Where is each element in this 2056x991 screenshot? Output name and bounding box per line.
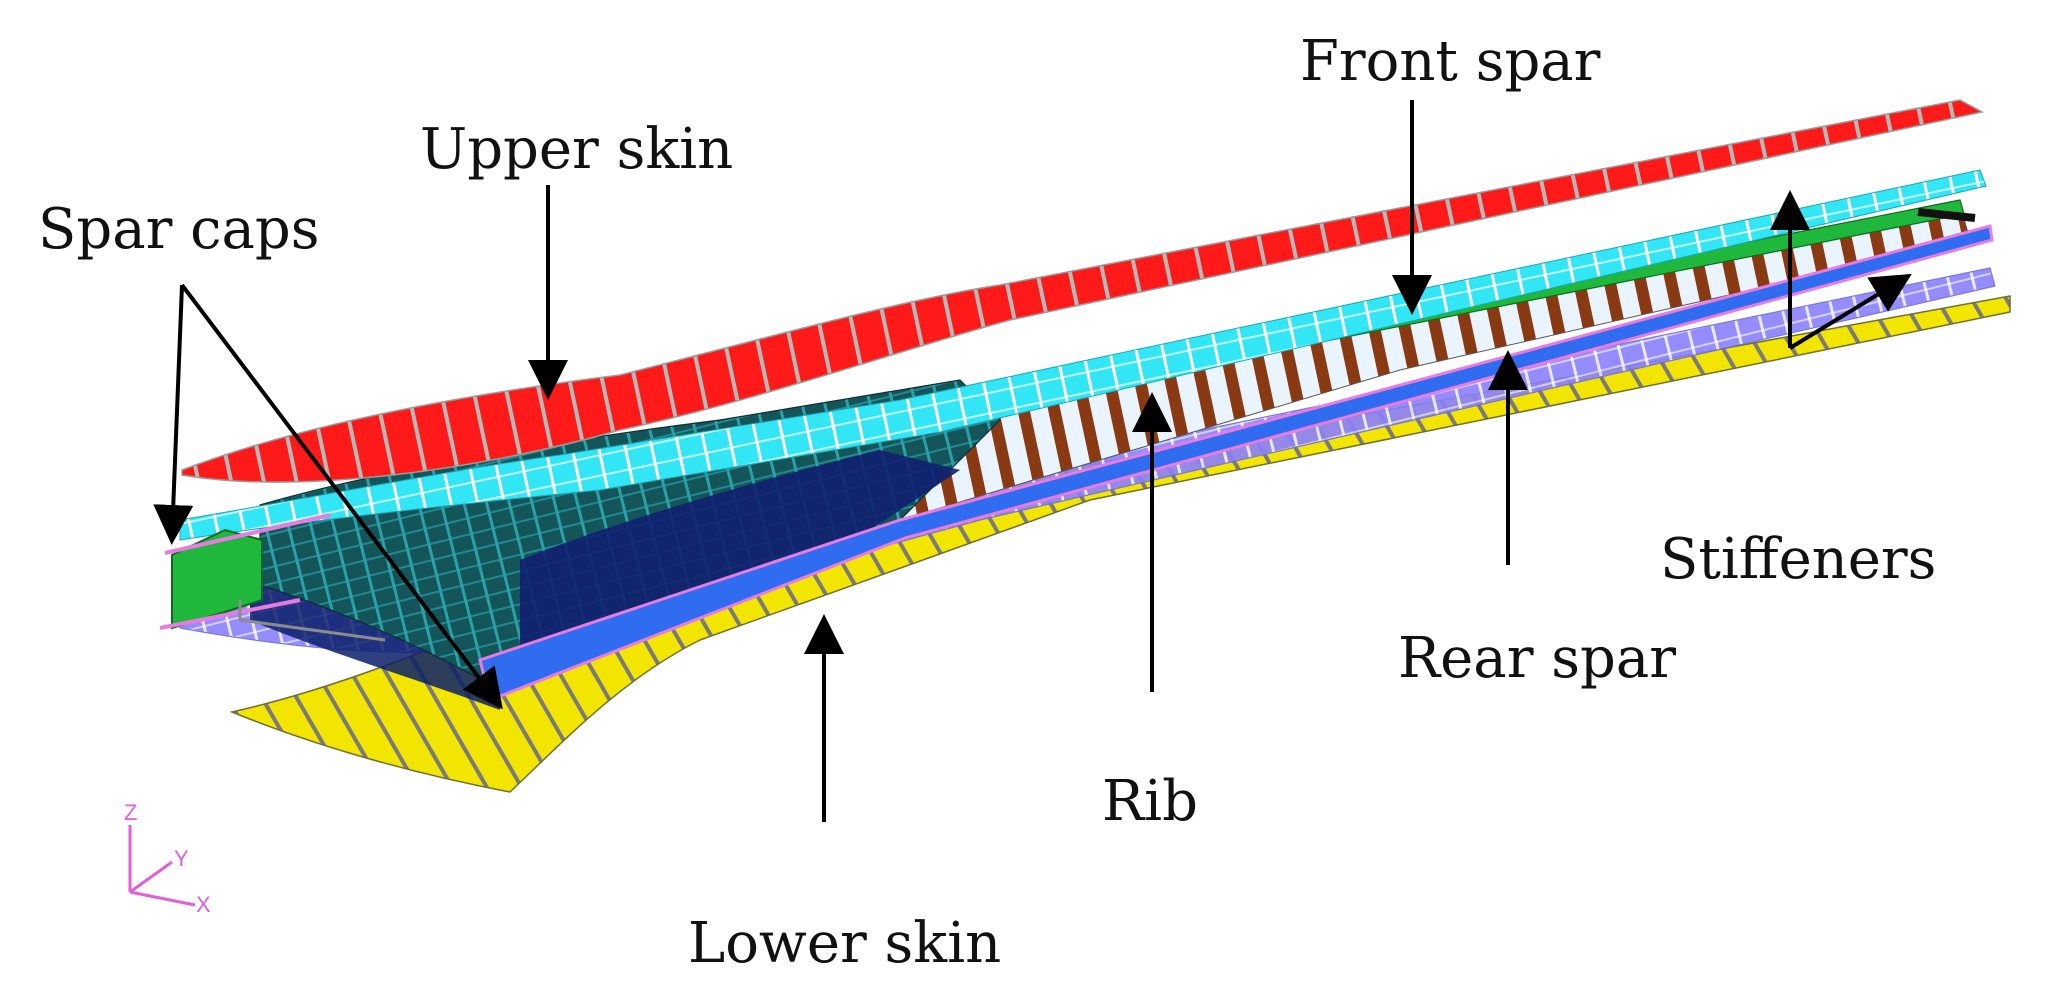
axis-x-label: X — [196, 892, 211, 917]
stiffeners-label: Stiffeners — [1660, 527, 1936, 592]
root-frame — [238, 600, 386, 642]
arrow-stiffeners-lower — [1788, 273, 1912, 350]
spar-caps-label: Spar caps — [38, 197, 320, 262]
arrow-spar-caps-right — [180, 283, 503, 710]
axis-triad: Z Y X — [124, 800, 211, 917]
rear-spar-label: Rear spar — [1398, 626, 1676, 691]
upper-skin-shape — [181, 99, 1985, 483]
arrow-spar-caps-left — [153, 284, 194, 545]
lower-skin-label: Lower skin — [688, 911, 1001, 976]
root-upper-cap — [164, 513, 331, 555]
upper-skin-label: Upper skin — [420, 117, 733, 182]
root-lower-cap — [159, 598, 301, 630]
rib-label: Rib — [1102, 769, 1198, 834]
tip-cap-shape — [1917, 208, 1976, 222]
front-spar-label: Front spar — [1300, 29, 1601, 94]
axis-z-label: Z — [124, 800, 137, 825]
rib-bay-shape — [829, 204, 1971, 521]
axis-y-label: Y — [174, 846, 189, 871]
